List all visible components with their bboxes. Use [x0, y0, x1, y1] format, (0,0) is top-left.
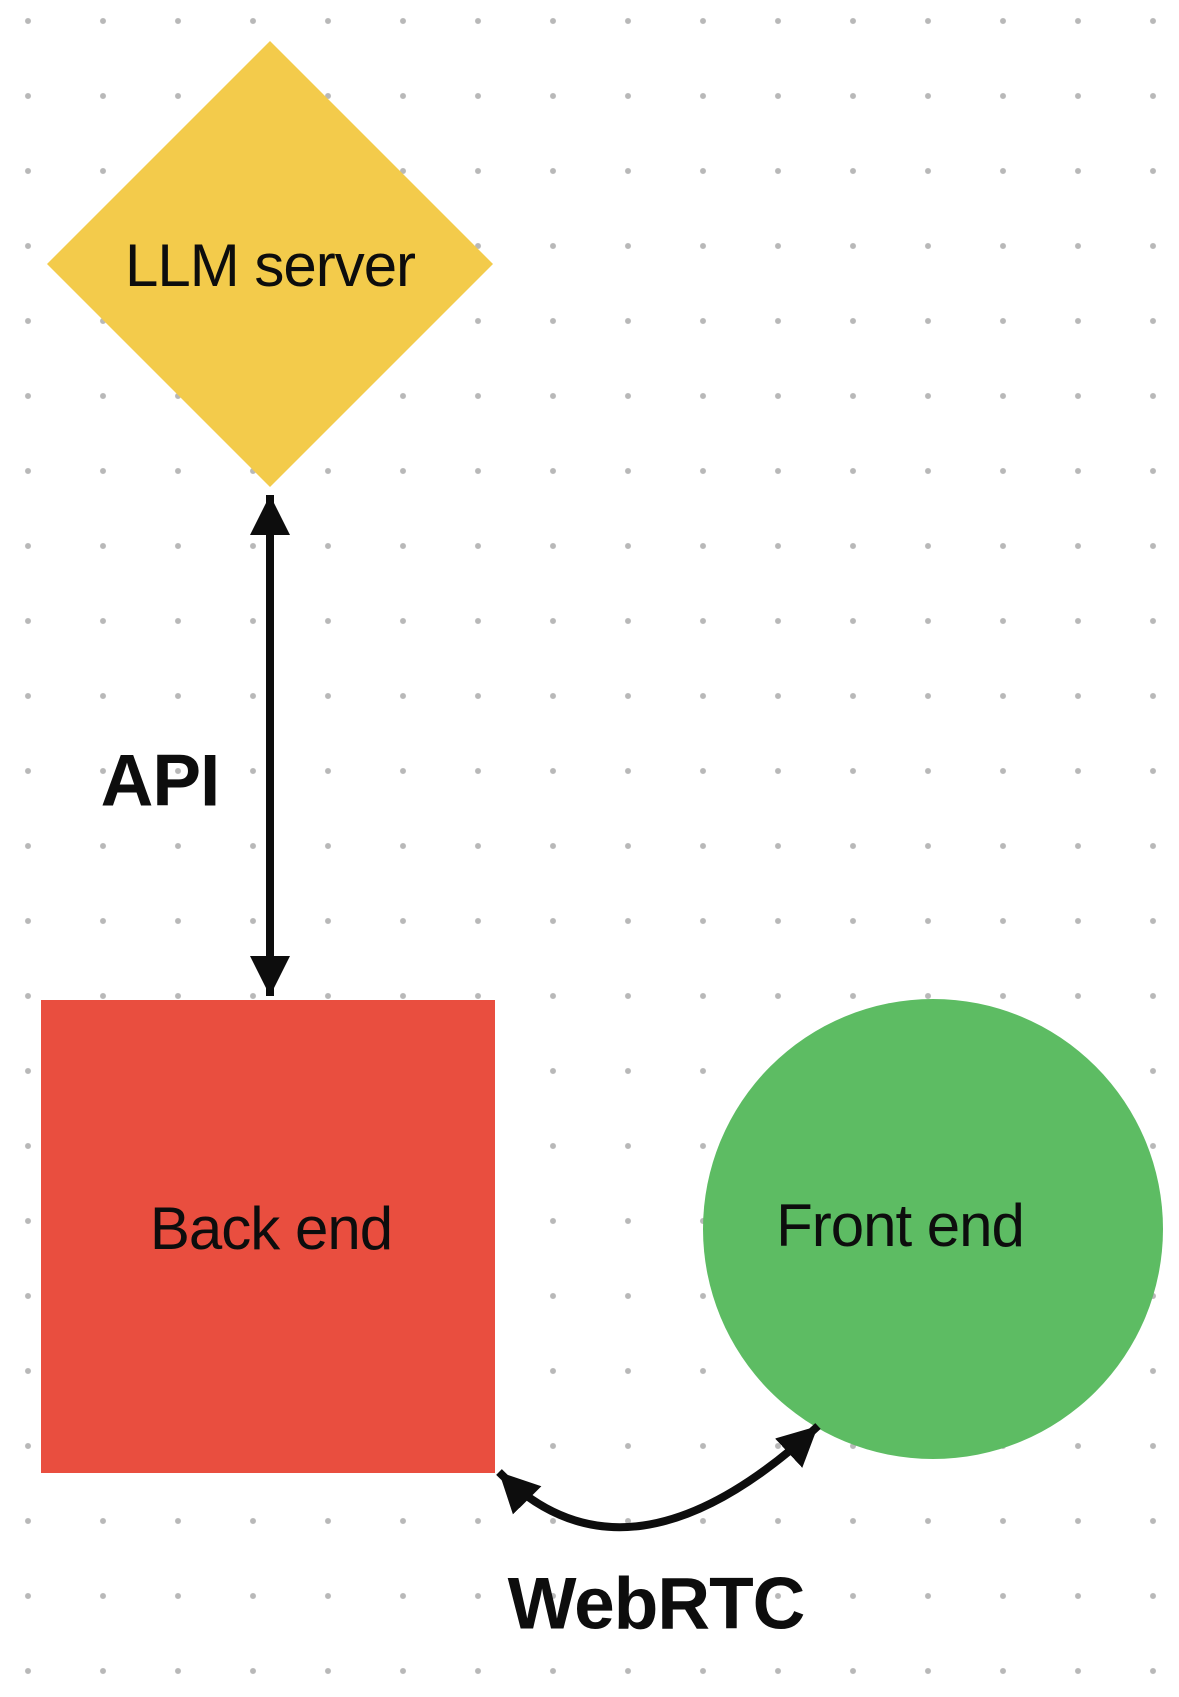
back-end-label: Back end	[149, 1195, 393, 1262]
webrtc-edge-label: WebRTC	[507, 1563, 806, 1645]
back-end-node[interactable]	[41, 1000, 495, 1473]
llm-server-node[interactable]	[47, 41, 493, 487]
front-end-node[interactable]	[703, 999, 1163, 1459]
api-edge-label: API	[100, 740, 221, 822]
front-end-label: Front end	[776, 1192, 1025, 1259]
llm-server-label: LLM server	[124, 232, 416, 299]
webrtc-connector-arrow[interactable]	[496, 1423, 821, 1532]
